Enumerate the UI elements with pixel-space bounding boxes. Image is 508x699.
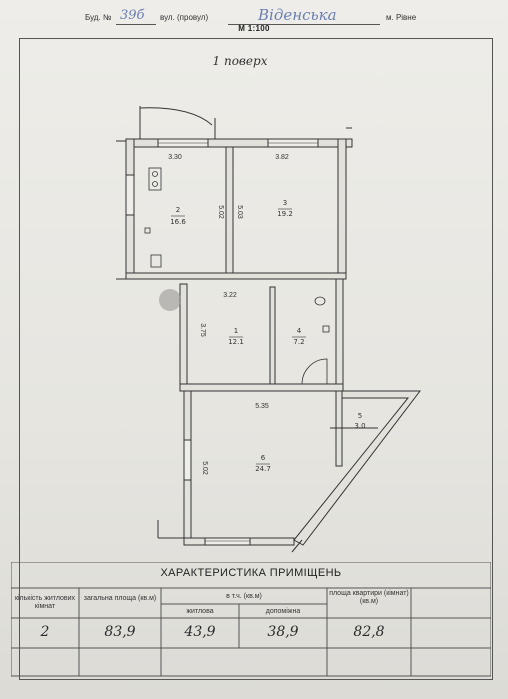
dim-v2: 5.03: [236, 205, 243, 219]
room-6-area: 24.7: [255, 465, 271, 473]
table-title: ХАРАКТЕРИСТИКА ПРИМІЩЕНЬ: [160, 567, 342, 579]
value-rooms: 2: [40, 624, 50, 640]
room-5-num: 5: [358, 412, 362, 420]
dim-top-right: 3.82: [275, 154, 289, 161]
stove-icon: [148, 167, 162, 191]
col-apt-header: площа квартири (кімнат) (кв.м): [329, 590, 409, 605]
col-rooms-header: кількість житлових кімнат: [14, 595, 76, 610]
col-living-header: житлова: [186, 608, 214, 615]
room-2-num: 2: [176, 206, 180, 214]
bud-underline: [116, 24, 156, 25]
value-total: 83,9: [104, 624, 136, 640]
room-5-area: 3.0: [354, 422, 365, 430]
washbasin-icon: [322, 325, 330, 333]
value-apt: 82,8: [353, 624, 385, 640]
city-label: м. Рівне: [386, 13, 417, 22]
room-2-area: 16.6: [170, 218, 186, 226]
dim-v1: 5.02: [217, 205, 224, 219]
room-4-num: 4: [297, 327, 302, 335]
dim-mid: 5.35: [255, 403, 269, 410]
vul-underline: [228, 24, 380, 25]
dim-v4: 5.02: [201, 461, 208, 475]
col-incl-header: в т.ч. (кв.м): [226, 593, 262, 600]
shower-icon: [301, 358, 328, 385]
drawing-frame: [19, 38, 493, 680]
room-3-area: 19.2: [277, 210, 293, 218]
bud-value: 39б: [120, 8, 145, 23]
scale-label: М 1:100: [238, 24, 270, 33]
col-aux-header: допоміжна: [265, 608, 301, 615]
dim-corridor: 3.22: [223, 292, 237, 299]
vul-label: вул. (провул): [160, 13, 209, 22]
characteristics-table: ХАРАКТЕРИСТИКА ПРИМІЩЕНЬ кількість житло…: [11, 562, 491, 678]
bud-label: Буд. №: [85, 13, 112, 22]
vul-value: Віденська: [258, 6, 337, 24]
floor-title: 1 поверх: [213, 54, 268, 68]
toilet-icon: [314, 296, 326, 306]
dim-top-left: 3.30: [168, 154, 182, 161]
col-total-header: загальна площа (кв.м): [83, 595, 157, 602]
room-3-num: 3: [283, 199, 287, 207]
dim-v3: 3.75: [199, 323, 206, 337]
header-line: Буд. № 39б вул. (провул) Віденська м. Рі…: [0, 6, 508, 25]
value-aux: 38,9: [267, 624, 299, 640]
value-living: 43,9: [184, 624, 216, 640]
sink-icon: [150, 254, 162, 268]
room-6-num: 6: [261, 454, 266, 462]
room-1-num: 1: [234, 327, 238, 335]
room-1-area: 12.1: [228, 338, 244, 346]
table-grid: [11, 562, 491, 677]
room-4-area: 7.2: [293, 338, 304, 346]
